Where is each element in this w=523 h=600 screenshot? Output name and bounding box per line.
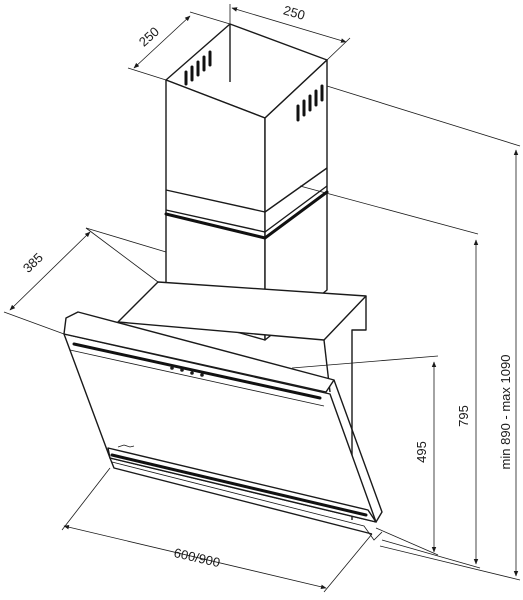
chimney-band-bottom	[164, 190, 329, 240]
hood-top-bezel	[63, 311, 335, 393]
dim-hood-width	[61, 467, 373, 593]
brand-logo-mark	[117, 444, 135, 448]
chimney-band-mid	[165, 185, 328, 233]
chimney-band-top	[165, 167, 328, 213]
label-glass-height: 495	[414, 441, 429, 463]
label-chimney-width: 250	[282, 2, 307, 22]
dim-glass-height	[291, 355, 439, 556]
dim-chimney-depth	[127, 11, 231, 81]
dim-chimney-width	[229, 4, 351, 61]
hood-body	[63, 281, 383, 541]
label-total-height: min 890 - max 1090	[498, 355, 513, 470]
chimney-vent-left	[184, 50, 212, 86]
dim-hood-depth	[3, 227, 167, 335]
label-hood-depth: 385	[20, 250, 46, 276]
hood-top-plate	[117, 281, 367, 341]
dim-hood-height	[299, 185, 481, 569]
dim-total-height	[326, 85, 521, 581]
chimney-right-face	[264, 59, 328, 341]
label-hood-height: 795	[456, 405, 471, 427]
control-strip	[72, 342, 322, 400]
chimney	[164, 23, 329, 341]
label-hood-width: 600/900	[172, 545, 221, 570]
control-buttons	[170, 366, 204, 377]
chimney-vent-right	[296, 84, 324, 122]
